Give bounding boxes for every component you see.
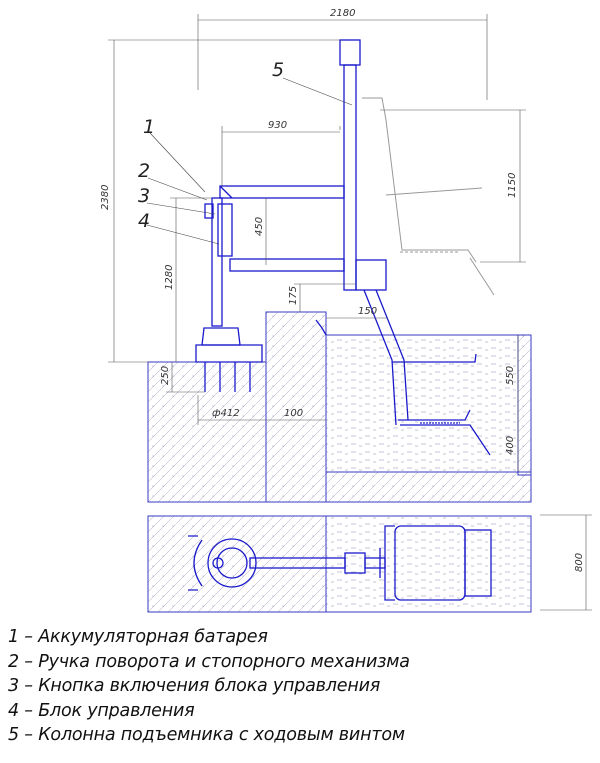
lift-structure: [195, 39, 491, 456]
callout-2: 2: [138, 160, 150, 182]
dim-offset: 150: [358, 306, 377, 317]
dim-arm-gap: 450: [254, 217, 265, 236]
legend: 1 – Аккумуляторная батарея 2 – Ручка пов…: [8, 625, 598, 748]
dim-anchor-depth: 250: [160, 366, 171, 385]
legend-item: 4 – Блок управления: [8, 700, 195, 721]
dim-step: 175: [288, 286, 299, 305]
legend-item: 1 – Аккумуляторная батарея: [8, 627, 268, 647]
dim-plan-width: 800: [574, 553, 585, 572]
dim-arm-height: 1280: [164, 265, 175, 290]
callout-leaders: [146, 77, 353, 245]
legend-item: 3 – Кнопка включения блока управления: [8, 676, 381, 696]
dim-base-diameter: ф412: [212, 408, 240, 419]
plan-view: [147, 515, 532, 613]
callout-3: 3: [138, 185, 150, 207]
callout-5: 5: [272, 59, 284, 81]
legend-item: 2 – Ручка поворота и стопорного механизм…: [8, 651, 410, 672]
callout-4: 4: [138, 210, 150, 232]
legend-item: 5 – Колонна подъемника с ходовым винтом: [8, 725, 405, 745]
lift-technical-drawing: 2180 2380 930 450 1280 1150 175 150 250 …: [100, 8, 592, 613]
seat-upper-position: [362, 97, 495, 296]
dim-seat-depth-lower: 400: [505, 436, 516, 455]
dim-edge-distance: 100: [284, 408, 303, 419]
dim-overall-width: 2180: [330, 8, 355, 19]
dim-seat-depth-upper: 550: [505, 366, 516, 385]
pool-water: [325, 334, 519, 473]
callout-1: 1: [143, 116, 155, 138]
dimension-lines: [108, 14, 592, 611]
dim-overall-height: 2380: [100, 185, 111, 210]
dim-seat-travel: 1150: [507, 173, 518, 198]
dim-arm-length: 930: [268, 120, 287, 131]
